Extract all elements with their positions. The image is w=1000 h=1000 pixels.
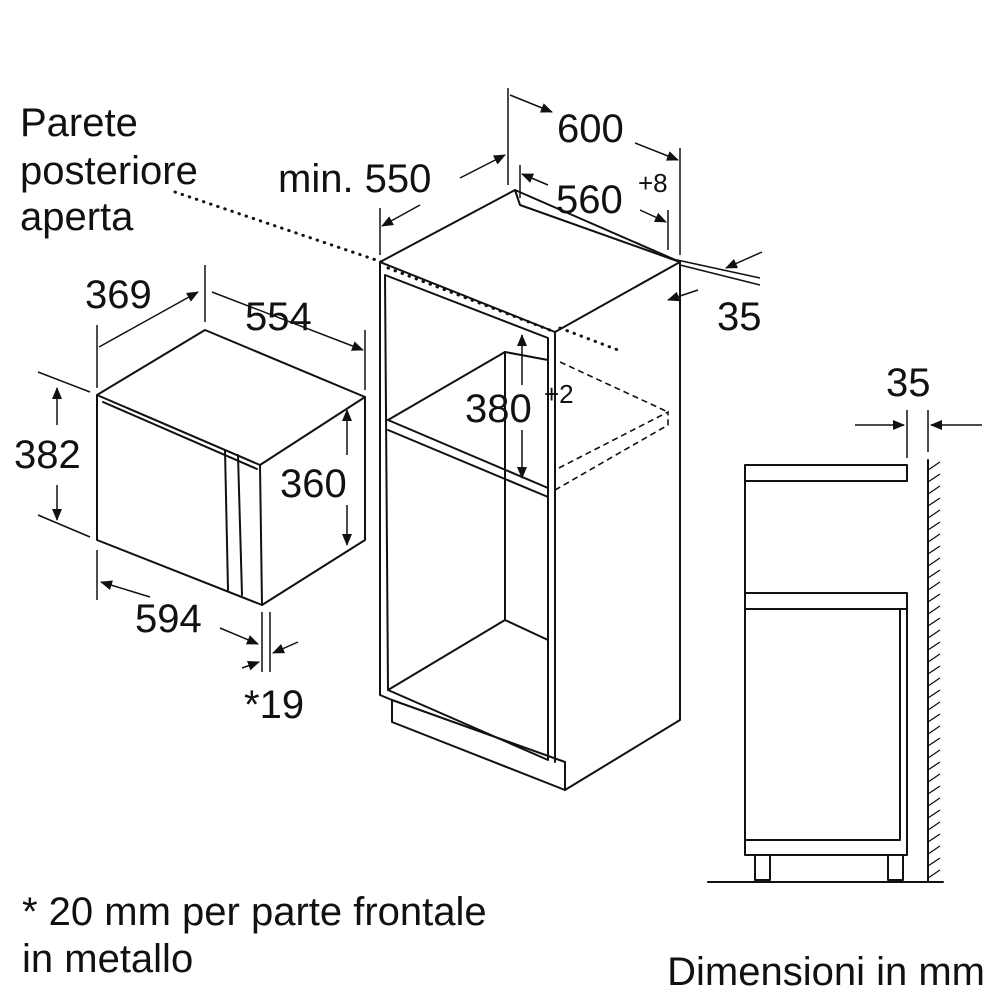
rear-wall-label-line3: aperta [20,195,134,239]
front-width-594-dimension [100,580,151,598]
niche-inner-width-label: 560 [556,178,623,222]
niche-height-tolerance: +2 [544,379,574,409]
cabinet-rear-opening-dotted [386,266,557,334]
side-profile [707,459,944,883]
front-height-360-label: 360 [280,462,347,506]
units-label: Dimensioni in mm [667,950,985,994]
front-thickness-dimension [241,660,260,671]
tall-cabinet [379,189,681,791]
min-depth-550-dimension [459,154,506,179]
profile-gap-35-label: 35 [886,361,931,405]
side-thickness-35-dimension [725,251,763,269]
rear-wall-label-line1: Parete [20,101,138,145]
width-554-label: 554 [245,295,312,339]
depth-369-dimension [98,291,199,348]
niche-inner-width-dimension [521,173,549,186]
niche-height-380-label: 380 [465,387,532,431]
side-thickness-35-label: 35 [717,295,762,339]
footnote-line2: in metallo [22,937,193,981]
niche-floor-dashed [554,410,669,491]
niche-inner-width-tolerance: +8 [638,168,668,198]
min-depth-550-label: min. 550 [278,157,431,201]
height-382-label: 382 [14,433,81,477]
front-thickness-label: *19 [244,683,304,727]
footnote-line1: * 20 mm per parte frontale [22,890,487,934]
depth-369-label: 369 [85,273,152,317]
niche-width-600-label: 600 [557,107,624,151]
rear-wall-edge [558,326,620,352]
microwave-appliance [96,329,366,606]
rear-wall-label-line2: posteriore [20,149,198,193]
niche-width-600-dimension [509,94,553,113]
front-width-594-label: 594 [135,597,202,641]
width-554-dimension [211,291,364,351]
rear-wall-leader [173,190,384,264]
